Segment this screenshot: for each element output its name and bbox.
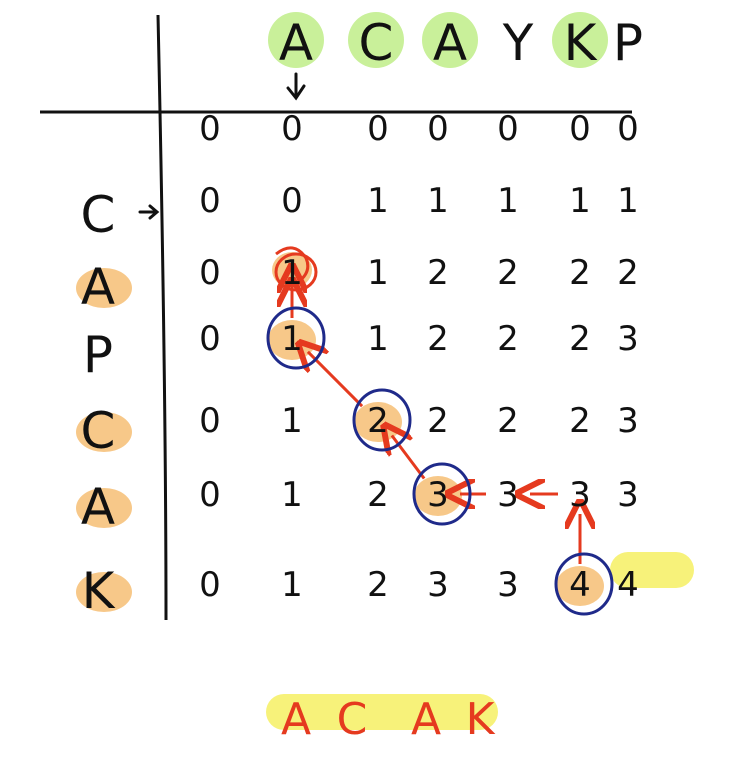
table-cell: 0 [199, 475, 221, 515]
table-cell: 2 [427, 253, 449, 293]
table-cell: 3 [617, 319, 639, 359]
table-cell: 1 [427, 181, 449, 221]
column-header: A [433, 14, 467, 72]
table-cell: 0 [199, 565, 221, 605]
column-header: C [359, 14, 394, 72]
table-cell: 0 [281, 181, 303, 221]
row-highlight [76, 268, 132, 308]
traceback-arrow [308, 352, 364, 408]
table-cell: 2 [497, 401, 519, 441]
cell-circle [352, 388, 412, 452]
table-cell: 1 [281, 401, 303, 441]
table-cell: 2 [569, 401, 591, 441]
row-header: K [82, 562, 116, 620]
table-cell: 0 [569, 109, 591, 149]
table-cell: 2 [617, 253, 639, 293]
result-highlight [266, 694, 498, 730]
result-letter: K [466, 694, 496, 745]
column-header: A [279, 14, 313, 72]
cell-circle [274, 252, 318, 292]
table-cell: 1 [281, 253, 303, 293]
table-cell: 0 [427, 109, 449, 149]
table-cell: 0 [199, 109, 221, 149]
row-highlight [76, 412, 132, 452]
traceback-arrow [392, 436, 426, 480]
column-header: Y [502, 14, 534, 72]
result-letter: A [411, 694, 441, 745]
table-cell: 1 [281, 475, 303, 515]
table-cell: 2 [367, 565, 389, 605]
table-cell: 2 [497, 253, 519, 293]
table-cell: 3 [427, 475, 449, 515]
column-highlight [552, 12, 608, 68]
row-header: C [81, 186, 116, 244]
table-cell: 1 [617, 181, 639, 221]
row-highlight [76, 572, 132, 612]
table-cell: 0 [199, 181, 221, 221]
table-cell: 1 [367, 253, 389, 293]
table-cell: 1 [367, 319, 389, 359]
table-cell: 0 [281, 109, 303, 149]
table-cell: 4 [617, 565, 639, 605]
table-cell: 2 [427, 319, 449, 359]
cell-highlight [556, 566, 604, 606]
table-cell: 1 [497, 181, 519, 221]
table-cell: 3 [617, 475, 639, 515]
table-cell: 0 [199, 401, 221, 441]
table-cell: 3 [617, 401, 639, 441]
row-header: P [83, 326, 113, 384]
table-cell: 2 [427, 401, 449, 441]
row-pointer-arrow-icon [138, 204, 160, 220]
column-header: P [613, 14, 643, 72]
column-highlight [268, 12, 324, 68]
result-letter: C [337, 694, 368, 745]
table-cell: 3 [427, 565, 449, 605]
column-pointer-arrow-icon [286, 72, 306, 101]
table-cell: 0 [199, 253, 221, 293]
row-header: A [81, 258, 115, 316]
row-header: A [81, 478, 115, 536]
row-header: C [81, 402, 116, 460]
table-cell: 3 [569, 475, 591, 515]
table-cell: 0 [367, 109, 389, 149]
table-cell: 0 [617, 109, 639, 149]
table-cell: 0 [199, 319, 221, 359]
column-highlight [348, 12, 404, 68]
table-cell: 2 [569, 319, 591, 359]
final-cell-highlight [610, 552, 694, 588]
cell-circle [412, 462, 472, 526]
table-cell: 4 [569, 565, 591, 605]
table-cell: 1 [281, 319, 303, 359]
table-cell: 2 [367, 475, 389, 515]
table-cell: 1 [367, 181, 389, 221]
table-cell: 2 [569, 253, 591, 293]
table-cell: 1 [281, 565, 303, 605]
cell-circle [266, 306, 326, 370]
row-highlight [76, 488, 132, 528]
vertical-divider [156, 14, 168, 621]
table-cell: 2 [367, 401, 389, 441]
cell-circle [554, 552, 614, 616]
table-cell: 1 [569, 181, 591, 221]
table-cell: 3 [497, 565, 519, 605]
table-cell: 2 [497, 319, 519, 359]
column-header: K [564, 14, 598, 72]
table-cell: 3 [497, 475, 519, 515]
column-highlight [422, 12, 478, 68]
table-cell: 0 [497, 109, 519, 149]
result-letter: A [281, 694, 311, 745]
